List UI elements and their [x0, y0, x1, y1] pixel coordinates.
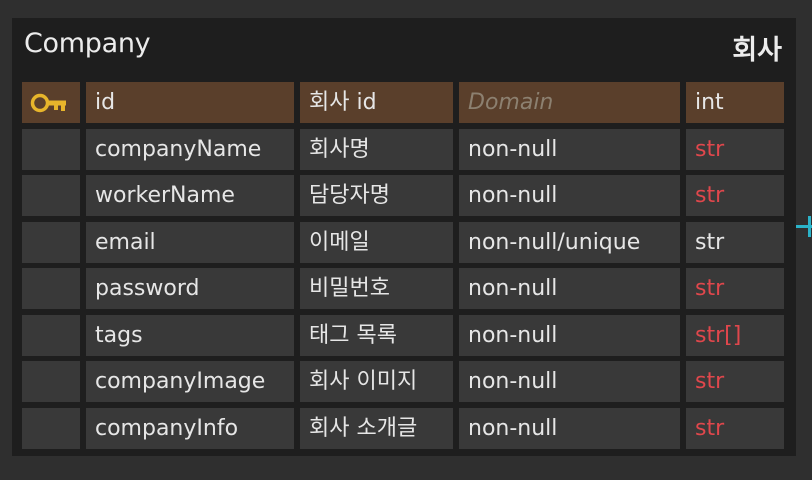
column-key-cell — [22, 268, 80, 309]
relationship-connector-tick — [808, 216, 811, 237]
column-domain: non-null — [459, 361, 680, 402]
column-label: 태그 목록 — [300, 315, 453, 356]
column-domain: non-null/unique — [459, 222, 680, 263]
column-domain: non-null — [459, 268, 680, 309]
column-domain: non-null — [459, 408, 680, 449]
column-name: companyInfo — [86, 408, 294, 449]
column-key-cell — [22, 361, 80, 402]
column-domain: non-null — [459, 129, 680, 170]
column-key-cell — [22, 408, 80, 449]
column-type: int — [686, 82, 784, 123]
column-label: 회사 이미지 — [300, 361, 453, 402]
column-type: str — [686, 222, 784, 263]
column-key-cell — [22, 222, 80, 263]
column-name: password — [86, 268, 294, 309]
column-label: 회사 소개글 — [300, 408, 453, 449]
column-type: str — [686, 129, 784, 170]
entity-title: Company — [24, 28, 151, 59]
column-type: str — [686, 175, 784, 216]
column-key-cell — [22, 129, 80, 170]
column-name: email — [86, 222, 294, 263]
column-label: 회사명 — [300, 129, 453, 170]
column-label: 비밀번호 — [300, 268, 453, 309]
column-domain: Domain — [459, 82, 680, 123]
column-key-cell — [22, 315, 80, 356]
entity-subtitle: 회사 — [732, 35, 782, 66]
column-key-cell — [22, 175, 80, 216]
key-icon — [30, 93, 66, 113]
column-type: str[] — [686, 315, 784, 356]
column-name: tags — [86, 315, 294, 356]
column-type: str — [686, 268, 784, 309]
column-type: str — [686, 361, 784, 402]
column-name: workerName — [86, 175, 294, 216]
column-name: companyImage — [86, 361, 294, 402]
column-label: 회사 id — [300, 82, 453, 123]
column-name: id — [86, 82, 294, 123]
column-label: 담당자명 — [300, 175, 453, 216]
column-label: 이메일 — [300, 222, 453, 263]
relationship-connector[interactable] — [796, 225, 812, 228]
column-name: companyName — [86, 129, 294, 170]
column-type: str — [686, 408, 784, 449]
column-domain: non-null — [459, 175, 680, 216]
column-key-cell — [22, 82, 80, 123]
entity-header: Company 회사 — [12, 18, 796, 78]
column-domain: non-null — [459, 315, 680, 356]
